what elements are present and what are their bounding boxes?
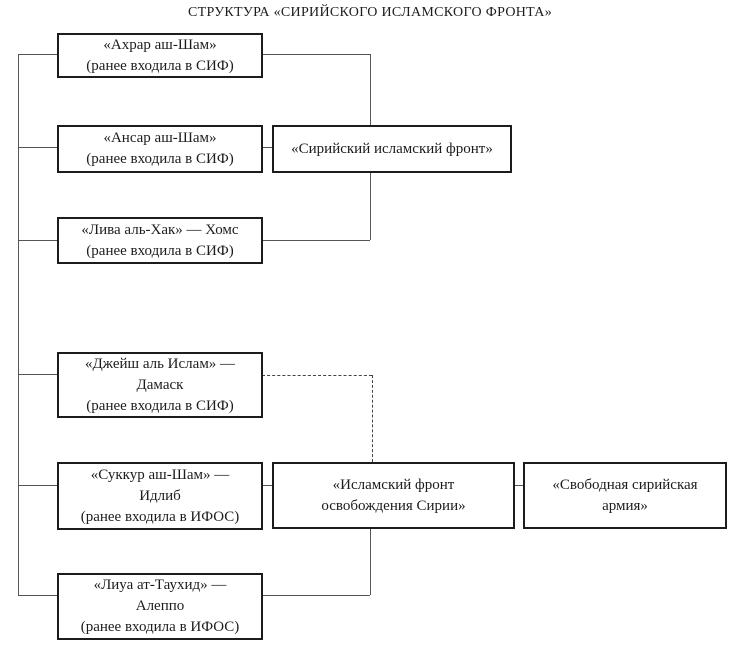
org-box-liwa-al-hak: «Лива аль-Хак» — Хомс (ранее входила в С… [57, 217, 263, 264]
org-box-ansar-ash-sham: «Ансар аш-Шам» (ранее входила в СИФ) [57, 125, 263, 173]
rail-stub-jaysh [18, 374, 57, 375]
dashed-connector-vertical [372, 375, 373, 462]
connector-ifos-ssa [515, 485, 523, 486]
connector-sukkur-ifos [262, 485, 272, 486]
connector-ahrar-horizontal [262, 54, 370, 55]
org-box-text-line: «Ансар аш-Шам» [103, 130, 217, 146]
org-box-text-line: освобождения Сирии» [321, 497, 466, 514]
org-box-text-line: (ранее входила в СИФ) [86, 151, 234, 167]
org-box-text-line: «Исламский фронт [332, 476, 455, 493]
org-box-ahrar-ash-sham: «Ахрар аш-Шам» (ранее входила в СИФ) [57, 33, 263, 78]
connector-liwa-al-hak-horizontal [262, 240, 370, 241]
rail-stub-tawhid [18, 595, 57, 596]
org-box-text-line: «Джейш аль Ислам» — [84, 355, 236, 372]
org-box-text-line: Дамаск [136, 376, 184, 393]
org-box-text-line: (ранее входила в ИФОС) [80, 619, 240, 635]
diagram-title: СТРУКТУРА «СИРИЙСКОГО ИСЛАМСКОГО ФРОНТА» [187, 5, 553, 20]
org-box-free-syrian-army: «Свободная сирийская армия» [523, 462, 727, 529]
org-box-text-line: «Сирийский исламский фронт» [291, 140, 493, 157]
connector-ansar-sif [262, 147, 272, 148]
org-box-text-line: (ранее входила в СИФ) [86, 242, 234, 259]
org-box-text-line: армия» [602, 497, 648, 514]
org-box-text-line: «Свободная сирийская [552, 476, 698, 493]
dashed-connector-horizontal [262, 375, 372, 376]
rail-stub-ahrar [18, 54, 57, 55]
rail-stub-sukkur [18, 485, 57, 486]
connector-sif-top-vertical [370, 54, 371, 125]
org-box-islamic-liberation-front: «Исламский фронт освобождения Сирии» [272, 462, 515, 529]
connector-ifos-bottom-vertical [370, 529, 371, 595]
rail-stub-liwa-al-hak [18, 240, 57, 241]
connector-sif-bottom-vertical [370, 173, 371, 240]
rail-stub-ansar [18, 147, 57, 148]
left-rail-line [18, 54, 19, 595]
org-box-syrian-islamic-front: «Сирийский исламский фронт» [272, 125, 512, 173]
org-box-text-line: (ранее входила в ИФОС) [80, 508, 240, 525]
org-box-text-line: Идлиб [139, 487, 181, 504]
org-box-liwa-at-tawhid: «Лиуа ат-Таухид» — Алеппо (ранее входила… [57, 573, 263, 640]
org-box-text-line: «Лива аль-Хак» — Хомс [81, 221, 239, 238]
org-box-text-line: «Суккур аш-Шам» — [90, 466, 230, 483]
org-box-jaysh-al-islam: «Джейш аль Ислам» — Дамаск (ранее входил… [57, 352, 263, 418]
org-box-text-line: «Ахрар аш-Шам» [103, 36, 217, 53]
connector-tawhid-horizontal [262, 595, 370, 596]
org-box-text-line: Алеппо [135, 598, 185, 614]
org-box-text-line: (ранее входила в СИФ) [86, 57, 234, 74]
org-box-sukkur-ash-sham: «Суккур аш-Шам» — Идлиб (ранее входила в… [57, 462, 263, 530]
org-box-text-line: (ранее входила в СИФ) [86, 397, 234, 414]
org-box-text-line: «Лиуа ат-Таухид» — [93, 577, 227, 593]
